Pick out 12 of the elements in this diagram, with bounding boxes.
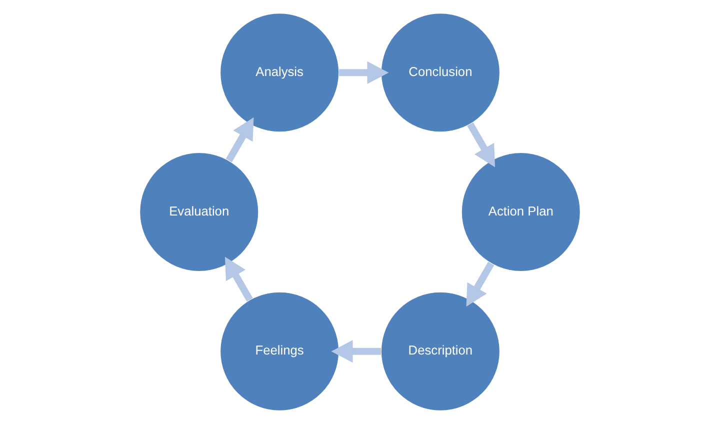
node-circle: Action Plan — [462, 152, 580, 270]
arrow — [466, 261, 494, 306]
node-circle: Evaluation — [140, 152, 258, 270]
arrow — [331, 340, 381, 362]
node-circle: Analysis — [220, 13, 339, 132]
node-circle: Description — [381, 292, 500, 410]
node-circle: Feelings — [220, 292, 339, 410]
arrow — [339, 60, 389, 84]
node-circle: Conclusion — [381, 13, 500, 132]
arrow — [224, 256, 253, 302]
arrow — [226, 116, 254, 162]
arrow — [467, 122, 496, 167]
